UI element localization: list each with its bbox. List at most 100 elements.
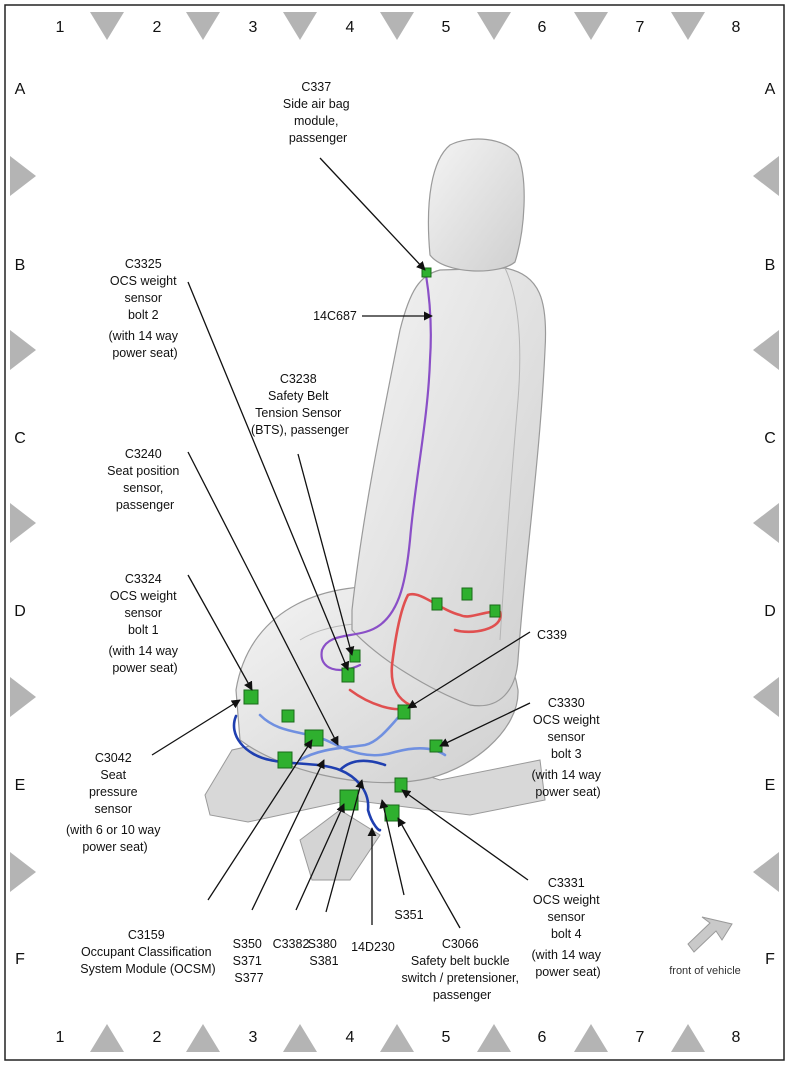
- tick-left: [10, 156, 36, 196]
- tick-right: [753, 503, 779, 543]
- col-label: 5: [442, 19, 451, 36]
- tick-bottom: [380, 1024, 414, 1052]
- row-label: F: [765, 951, 775, 968]
- row-label: C: [764, 430, 776, 447]
- label-14d230: 14D230: [351, 940, 395, 954]
- tick-right: [753, 677, 779, 717]
- leader-c3240: [187, 451, 339, 746]
- connector-c3159: [304, 729, 324, 747]
- connector-c337: [421, 267, 432, 278]
- col-label: 1: [56, 19, 65, 36]
- tick-top: [671, 12, 705, 40]
- label-c339: C339: [537, 628, 567, 642]
- row-label: B: [15, 257, 26, 274]
- connector-c339: [397, 704, 411, 720]
- label-c3042: C3042 Seat pressure sensor (with 6 or 10…: [66, 751, 164, 854]
- col-label: 4: [346, 1029, 355, 1046]
- tick-top: [574, 12, 608, 40]
- tick-right: [753, 330, 779, 370]
- leader-c3382: [295, 803, 345, 911]
- leader-c3325: [187, 281, 350, 671]
- col-label: 7: [636, 19, 645, 36]
- darkblue-wire: [232, 714, 387, 832]
- label-s351: S351: [394, 908, 423, 922]
- tick-bottom: [186, 1024, 220, 1052]
- row-label: E: [15, 777, 26, 794]
- connector-c3324: [243, 689, 259, 705]
- leader-c3159: [207, 739, 313, 901]
- tick-bottom: [283, 1024, 317, 1052]
- col-label: 6: [538, 1029, 547, 1046]
- grid-ticks: [10, 12, 779, 1052]
- tick-top: [283, 12, 317, 40]
- label-s380: S380 S381: [308, 937, 341, 968]
- row-label: E: [765, 777, 776, 794]
- connector-c3042: [281, 709, 295, 723]
- row-label: D: [764, 603, 776, 620]
- col-label: 2: [153, 19, 162, 36]
- label-c337: C337 Side air bag module, passenger: [283, 80, 353, 145]
- label-c3066: C3066 Safety belt buckle switch / preten…: [402, 937, 523, 1002]
- label-14c687: 14C687: [313, 309, 357, 323]
- connector-ocsm: [277, 751, 293, 769]
- connector-c3325: [341, 667, 355, 683]
- tick-right: [753, 852, 779, 892]
- tick-top: [477, 12, 511, 40]
- label-c3238: C3238 Safety Belt Tension Sensor (BTS), …: [251, 372, 349, 437]
- label-c3240: C3240 Seat position sensor, passenger: [107, 447, 183, 512]
- leader-c3066: [397, 817, 461, 929]
- label-c3330: C3330 OCS weight sensor bolt 3 (with 14 …: [532, 696, 605, 799]
- tick-left: [10, 852, 36, 892]
- lightblue-wire: [258, 708, 447, 762]
- leader-c339: [407, 631, 531, 709]
- front-arrow-icon: [687, 916, 733, 953]
- label-s350: S350 S371 S377: [233, 937, 266, 985]
- connector-back-1: [431, 597, 443, 611]
- col-label: 5: [442, 1029, 451, 1046]
- col-label: 4: [346, 19, 355, 36]
- label-c3331: C3331 OCS weight sensor bolt 4 (with 14 …: [532, 876, 605, 979]
- leader-c3324: [187, 574, 253, 691]
- purple-wire: [320, 273, 432, 672]
- label-c3382: C3382: [273, 937, 310, 951]
- leader-c3238: [297, 453, 355, 656]
- tick-bottom: [90, 1024, 124, 1052]
- connectors: [243, 267, 501, 822]
- tick-right: [753, 156, 779, 196]
- callout-lines: [151, 157, 531, 929]
- label-c3325: C3325 OCS weight sensor bolt 2 (with 14 …: [109, 257, 182, 360]
- label-c3159: C3159 Occupant Classification System Mod…: [80, 928, 215, 976]
- connector-back-2: [461, 587, 473, 601]
- col-label: 3: [249, 1029, 258, 1046]
- tick-bottom: [671, 1024, 705, 1052]
- connector-c3238: [349, 649, 361, 663]
- front-of-vehicle-label: front of vehicle: [669, 965, 741, 977]
- col-label: 6: [538, 19, 547, 36]
- connector-back-3: [489, 604, 501, 618]
- front-of-vehicle-indicator: front of vehicle: [669, 916, 741, 977]
- col-label: 1: [56, 1029, 65, 1046]
- row-label: C: [14, 430, 26, 447]
- row-label: B: [765, 257, 776, 274]
- col-label: 8: [732, 1029, 741, 1046]
- row-label: A: [15, 81, 26, 98]
- tick-left: [10, 503, 36, 543]
- seat-riser: [299, 809, 381, 881]
- leader-c3331: [401, 789, 529, 881]
- tick-top: [186, 12, 220, 40]
- leader-c337: [319, 157, 426, 271]
- label-c3324: C3324 OCS weight sensor bolt 1 (with 14 …: [109, 572, 182, 675]
- leader-s351: [379, 799, 405, 896]
- tick-bottom: [477, 1024, 511, 1052]
- col-label: 7: [636, 1029, 645, 1046]
- tick-top: [90, 12, 124, 40]
- col-label: 3: [249, 19, 258, 36]
- connector-c3066: [384, 804, 400, 822]
- tick-left: [10, 330, 36, 370]
- tick-left: [10, 677, 36, 717]
- headrest: [427, 138, 525, 272]
- tick-bottom: [574, 1024, 608, 1052]
- leader-c3330: [439, 702, 531, 747]
- col-label: 8: [732, 19, 741, 36]
